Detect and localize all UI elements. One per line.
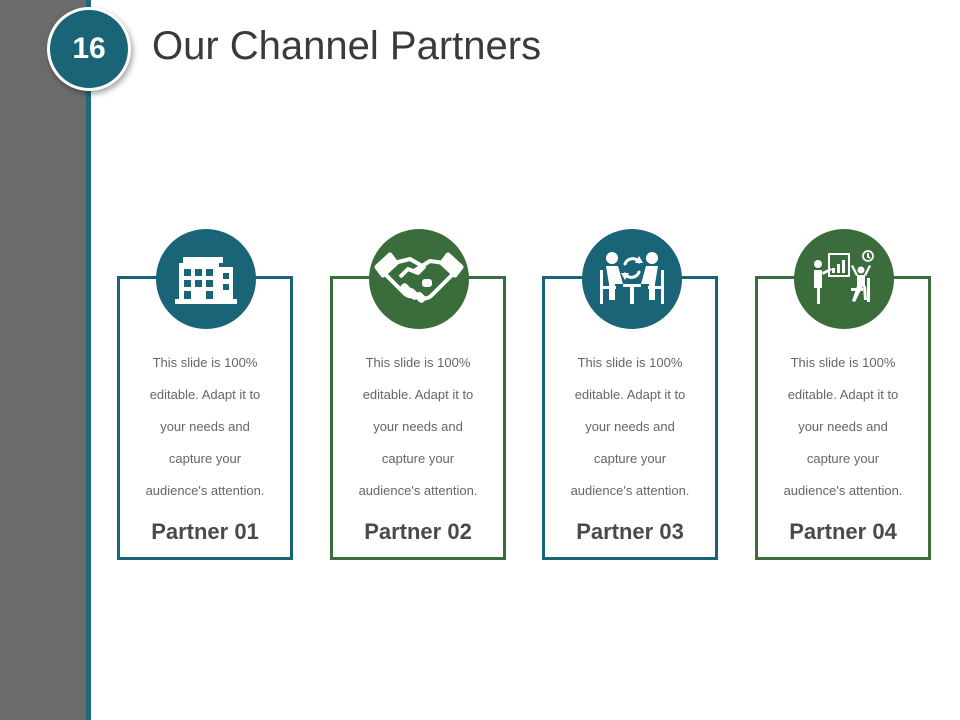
- description-line: This slide is 100%: [152, 355, 258, 370]
- description-line: editable. Adapt it to: [787, 387, 899, 402]
- slide-number-badge: 16: [47, 7, 131, 91]
- description-line: your needs and: [373, 419, 463, 434]
- partner-name: Partner 03: [576, 519, 684, 544]
- description-line: This slide is 100%: [365, 355, 471, 370]
- page-title: Our Channel Partners: [152, 24, 542, 68]
- presentation-icon: [814, 250, 874, 304]
- partner-card-description: This slide is 100% editable. Adapt it to…: [333, 347, 503, 507]
- description-line: audience's attention.: [570, 483, 690, 498]
- description-line: your needs and: [585, 419, 675, 434]
- meeting-icon: [600, 252, 664, 304]
- sidebar-accent-line: [86, 0, 91, 720]
- description-line: capture your: [168, 451, 242, 466]
- partner-icon-circle-2: [369, 229, 469, 329]
- partner-card-description: This slide is 100% editable. Adapt it to…: [758, 347, 928, 507]
- description-line: capture your: [381, 451, 455, 466]
- partner-card-description: This slide is 100% editable. Adapt it to…: [545, 347, 715, 507]
- description-line: This slide is 100%: [790, 355, 896, 370]
- description-line: editable. Adapt it to: [574, 387, 686, 402]
- handshake-icon: [374, 252, 464, 303]
- partner-card-4: This slide is 100% editable. Adapt it to…: [755, 276, 931, 560]
- description-line: editable. Adapt it to: [149, 387, 261, 402]
- partner-name: Partner 04: [789, 519, 897, 544]
- partner-name: Partner 01: [151, 519, 259, 544]
- partner-card-description: This slide is 100% editable. Adapt it to…: [120, 347, 290, 507]
- partner-icon-circle-1: [156, 229, 256, 329]
- partner-icon-circle-4: [794, 229, 894, 329]
- partner-icon-circle-3: [582, 229, 682, 329]
- description-line: capture your: [593, 451, 667, 466]
- description-line: audience's attention.: [145, 483, 265, 498]
- sidebar-panel: [0, 0, 86, 720]
- description-line: audience's attention.: [358, 483, 478, 498]
- description-line: editable. Adapt it to: [362, 387, 474, 402]
- description-line: your needs and: [160, 419, 250, 434]
- building-icon: [175, 257, 237, 304]
- description-line: your needs and: [798, 419, 888, 434]
- slide-number: 16: [72, 32, 106, 65]
- description-line: audience's attention.: [783, 483, 903, 498]
- description-line: This slide is 100%: [577, 355, 683, 370]
- description-line: capture your: [806, 451, 880, 466]
- partner-name: Partner 02: [364, 519, 472, 544]
